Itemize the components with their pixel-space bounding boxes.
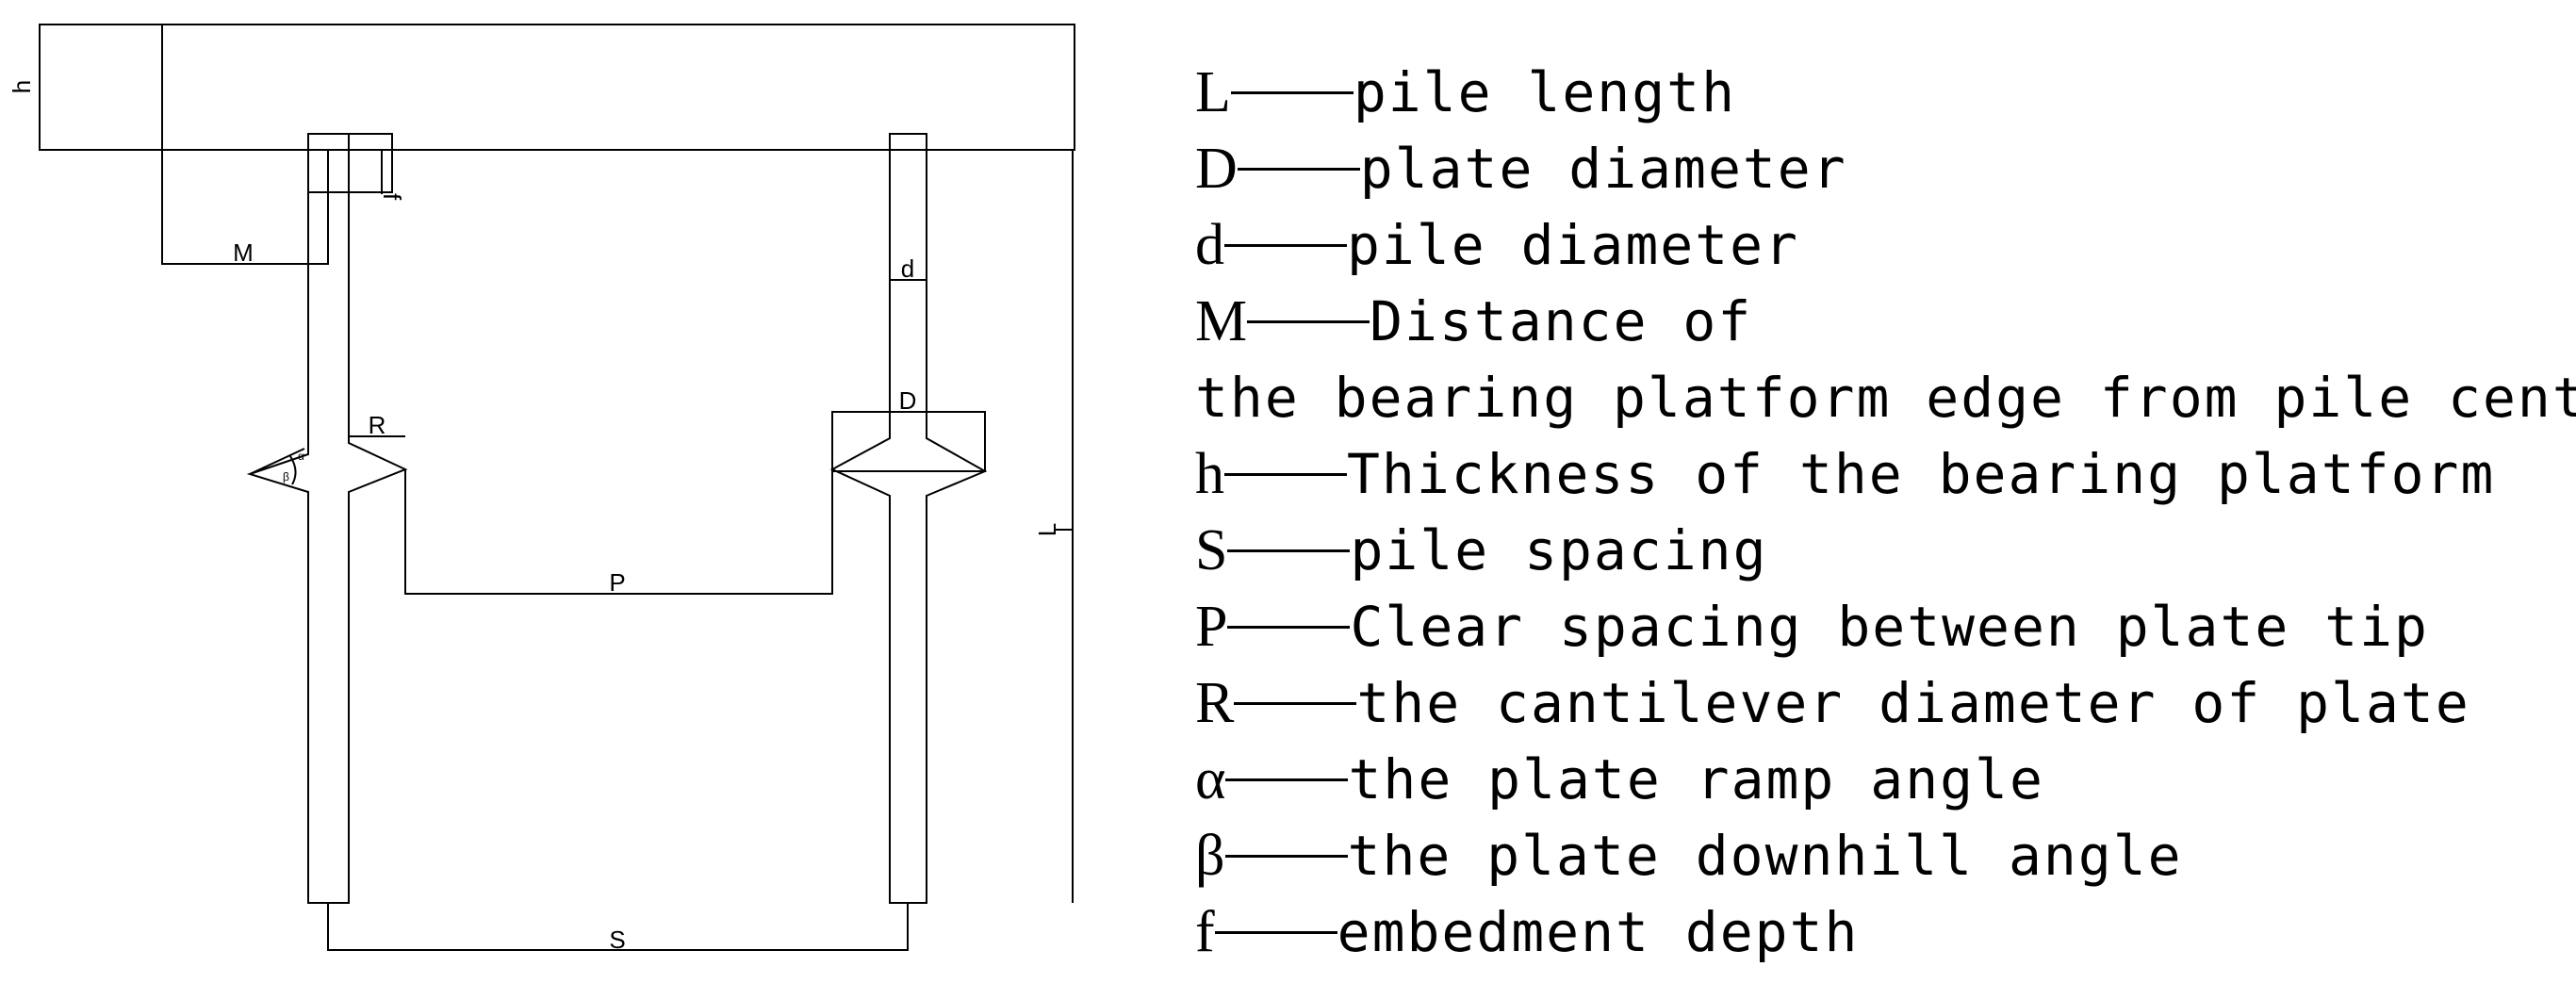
legend-row-f: f embedment depth <box>1195 894 2571 971</box>
legend-symbol: L <box>1195 60 1231 124</box>
bearing-platform <box>39 24 1075 151</box>
legend-description: the bearing platform edge from pile cent… <box>1195 366 2576 430</box>
legend-dash <box>1214 931 1337 935</box>
legend-description: pile length <box>1353 60 1736 124</box>
legend-symbol: d <box>1195 213 1224 277</box>
D-dimension-box <box>831 411 986 472</box>
label-M: M <box>233 238 254 267</box>
m-dimension-line <box>161 150 329 265</box>
label-f: f <box>378 193 406 201</box>
legend-dash <box>1237 168 1360 172</box>
label-D: D <box>899 386 917 415</box>
pile-foundation-diagram: h f M β α R d D P L S <box>8 24 1075 954</box>
legend-row-M-continued: the bearing platform edge from pile cent… <box>1195 360 2576 436</box>
legend-dash <box>1224 244 1347 248</box>
label-h: h <box>8 80 36 93</box>
legend-description: plate diameter <box>1359 137 1847 201</box>
legend-row-h: h Thickness of the bearing platform <box>1195 436 2571 513</box>
label-d: d <box>901 254 914 283</box>
legend-description: the plate downhill angle <box>1347 824 2183 888</box>
legend-description: the plate ramp angle <box>1348 747 2044 811</box>
left-pile-embedment <box>307 133 393 193</box>
label-alpha: α <box>298 450 304 463</box>
legend-row-d: d pile diameter <box>1195 207 2571 284</box>
legend-row-alpha: α the plate ramp angle <box>1195 742 2571 818</box>
legend-dash <box>1224 473 1347 477</box>
legend-description: Distance of <box>1370 289 1753 353</box>
legend-dash <box>1227 626 1351 630</box>
legend-symbol: D <box>1195 137 1238 201</box>
s-dimension-line <box>327 903 909 951</box>
left-pile <box>246 133 408 904</box>
right-pile <box>829 133 988 904</box>
legend-dash <box>1234 702 1357 706</box>
legend-symbol: M <box>1195 289 1248 353</box>
label-S: S <box>609 926 625 954</box>
legend-dash <box>1247 320 1370 324</box>
legend-description: pile spacing <box>1350 518 1768 582</box>
label-P: P <box>609 568 625 597</box>
legend-symbol: P <box>1195 595 1228 659</box>
legend-symbol: h <box>1195 442 1224 506</box>
legend-description: Thickness of the bearing platform <box>1347 442 2496 506</box>
legend-symbol: S <box>1195 518 1228 582</box>
legend-symbol: f <box>1195 900 1215 964</box>
p-dimension-line <box>404 469 833 595</box>
label-beta: β <box>283 470 289 483</box>
legend-description: pile diameter <box>1347 213 1799 277</box>
legend-dash <box>1230 91 1354 95</box>
legend-row-M: M Distance of <box>1195 284 2571 360</box>
right-pile-top <box>889 133 927 151</box>
legend-dash <box>1225 778 1349 782</box>
angle-arc-line <box>249 448 305 475</box>
legend-description: Clear spacing between plate tip <box>1350 595 2429 659</box>
label-R: R <box>369 411 386 439</box>
angle-arc <box>289 455 297 485</box>
legend-symbol: R <box>1195 671 1235 735</box>
legend-row-P: P Clear spacing between plate tip <box>1195 589 2571 665</box>
legend-dash <box>1227 549 1351 553</box>
label-L: L <box>1033 523 1061 536</box>
legend-dash <box>1224 855 1348 859</box>
legend-description: embedment depth <box>1337 900 1860 964</box>
legend-symbol: β <box>1195 824 1225 888</box>
legend-description: the cantilever diameter of plate <box>1356 671 2470 735</box>
legend-row-beta: β the plate downhill angle <box>1195 818 2571 894</box>
legend-symbol: α <box>1195 747 1226 811</box>
